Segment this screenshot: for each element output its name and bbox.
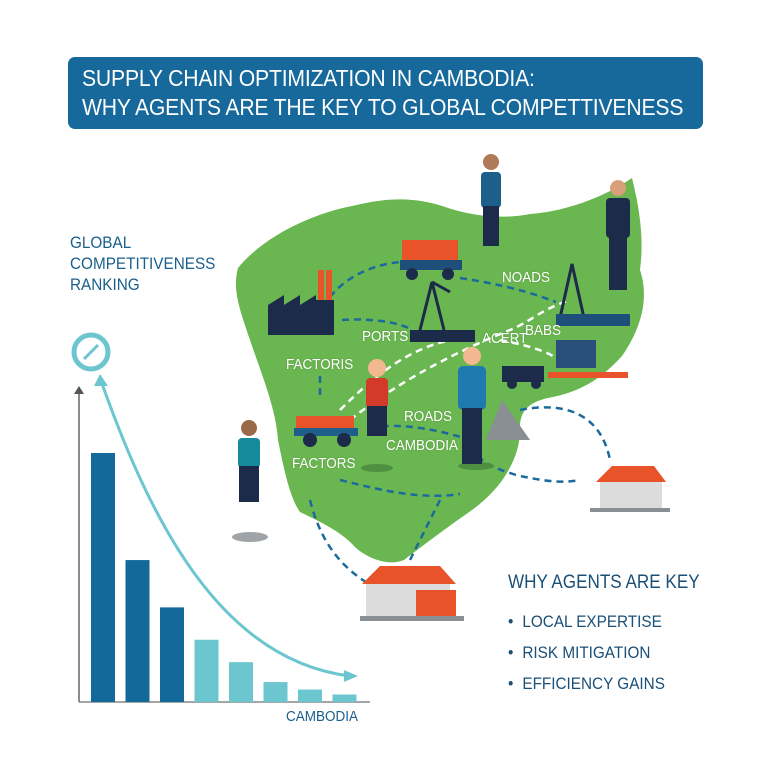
map-label-babs: BABS (525, 322, 562, 339)
map-label-factoris: FACTORIS (286, 356, 354, 373)
list-item: LOCAL EXPERTISE (508, 612, 665, 643)
bar-7 (298, 689, 322, 702)
bar-5 (229, 662, 253, 702)
trend-arrow (98, 377, 351, 678)
list-item: RISK MITIGATION (508, 643, 665, 674)
title-line-2: WHY AGENTS ARE THE KEY TO GLOBAL COMPETT… (82, 94, 684, 120)
bar-4 (194, 639, 219, 702)
why-agents-list: LOCAL EXPERTISE RISK MITIGATION EFFICIEN… (508, 612, 682, 705)
bar-1 (91, 453, 115, 702)
person-woman-left (232, 420, 268, 542)
truck-icon (400, 240, 462, 280)
person-woman-center (361, 359, 393, 472)
ranking-heading-line: COMPETITIVENESS (70, 254, 216, 273)
route-lines (308, 260, 612, 592)
map-label-noads: NOADS (502, 269, 551, 286)
map-label-roads: ROADS (404, 408, 453, 425)
title-banner: SUPPLY CHAIN OPTIMIZATION IN CAMBODIA: W… (68, 57, 703, 129)
cambodia-map (235, 178, 644, 563)
why-agents-heading: WHY AGENTS ARE KEY (508, 572, 700, 593)
x-axis-label: CAMBODIA (286, 708, 359, 725)
bar-3 (160, 607, 184, 702)
ranking-heading: GLOBAL COMPETITIVENESS RANKING (70, 232, 215, 295)
port-dock-right (556, 314, 630, 326)
bar-8 (332, 694, 357, 702)
map-label-cambodia: CAMBODIA (386, 437, 459, 454)
ranking-heading-line: GLOBAL (70, 233, 132, 252)
person-woman-top (481, 154, 501, 246)
factory-icon (268, 270, 334, 335)
warehouse-bottom-icon (360, 566, 464, 621)
cargo-truck-icon (502, 340, 628, 389)
person-man-center (458, 347, 494, 470)
bar-2 (125, 560, 150, 702)
trend-arrow-head-right (344, 670, 358, 682)
warehouse-right-icon (590, 466, 670, 512)
mountain-icon (486, 400, 530, 440)
port-crane-icon (418, 263, 586, 331)
y-axis-arrow (74, 386, 84, 394)
map-label-factors: FACTORS (292, 455, 356, 472)
port-dock (410, 330, 475, 342)
map-label-acert: ACERT (482, 330, 528, 347)
vehicle-icon (294, 416, 358, 447)
bar-group (91, 453, 357, 702)
trend-arrow-head-up (94, 374, 108, 386)
person-man-top-right (606, 180, 630, 290)
bar-6 (263, 682, 288, 702)
list-item: EFFICIENCY GAINS (508, 674, 665, 705)
map-label-ports: PORTS (362, 328, 409, 345)
ranking-gauge-icon (71, 332, 111, 372)
title-line-1: SUPPLY CHAIN OPTIMIZATION IN CAMBODIA: (82, 65, 535, 91)
ranking-heading-line: RANKING (70, 275, 140, 294)
